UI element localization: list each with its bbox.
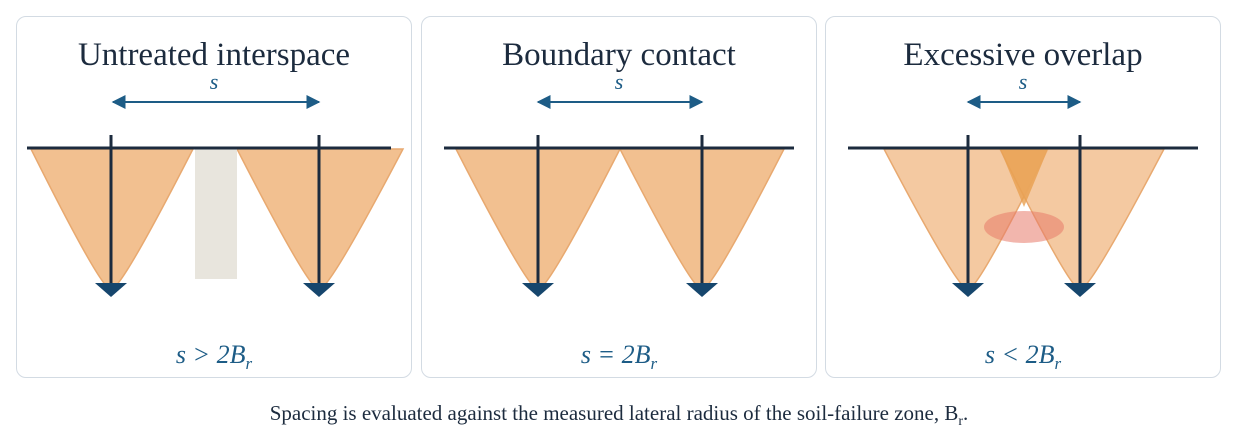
overlap-stress-highlight [984, 211, 1064, 243]
untreated-interspace-diagram [27, 95, 405, 297]
spacing-condition: s > 2Br [17, 340, 411, 374]
overlap-zone [1000, 149, 1048, 207]
pile-tip-left [522, 283, 554, 297]
condition-subscript: r [245, 354, 253, 374]
condition-expression: s > 2B [175, 340, 246, 369]
pile-tip-right [303, 283, 335, 297]
pile-tip-left [952, 283, 984, 297]
caption-text: Spacing is evaluated against the measure… [269, 401, 959, 425]
caption-end: . [963, 401, 969, 425]
condition-expression: s = 2B [580, 340, 651, 369]
panel-boundary-contact: Boundary contact s s = 2Br [421, 16, 817, 378]
condition-expression: s < 2B [984, 340, 1055, 369]
panel-excessive-overlap: Excessive overlap s s < 2Br [825, 16, 1221, 378]
untreated-gap-zone [195, 149, 237, 279]
condition-subscript: r [1054, 354, 1062, 374]
panel-title: Untreated interspace [77, 37, 351, 73]
condition-subscript: r [650, 354, 658, 374]
panel-title: Excessive overlap [903, 37, 1143, 73]
boundary-contact-diagram [444, 95, 794, 297]
spacing-label: s [209, 69, 219, 94]
pile-tip-right [1064, 283, 1096, 297]
spacing-condition: s = 2Br [422, 340, 816, 374]
spacing-label: s [1018, 69, 1028, 94]
spacing-condition: s < 2Br [826, 340, 1220, 374]
panel-title: Boundary contact [502, 37, 736, 73]
spacing-label: s [614, 69, 624, 94]
excessive-overlap-diagram [848, 95, 1198, 297]
figure-caption: Spacing is evaluated against the measure… [0, 401, 1238, 430]
panel-untreated-interspace: Untreated interspace s s > 2Br [16, 16, 412, 378]
caption-subscript: r [958, 414, 964, 430]
pile-tip-left [95, 283, 127, 297]
pile-tip-right [686, 283, 718, 297]
